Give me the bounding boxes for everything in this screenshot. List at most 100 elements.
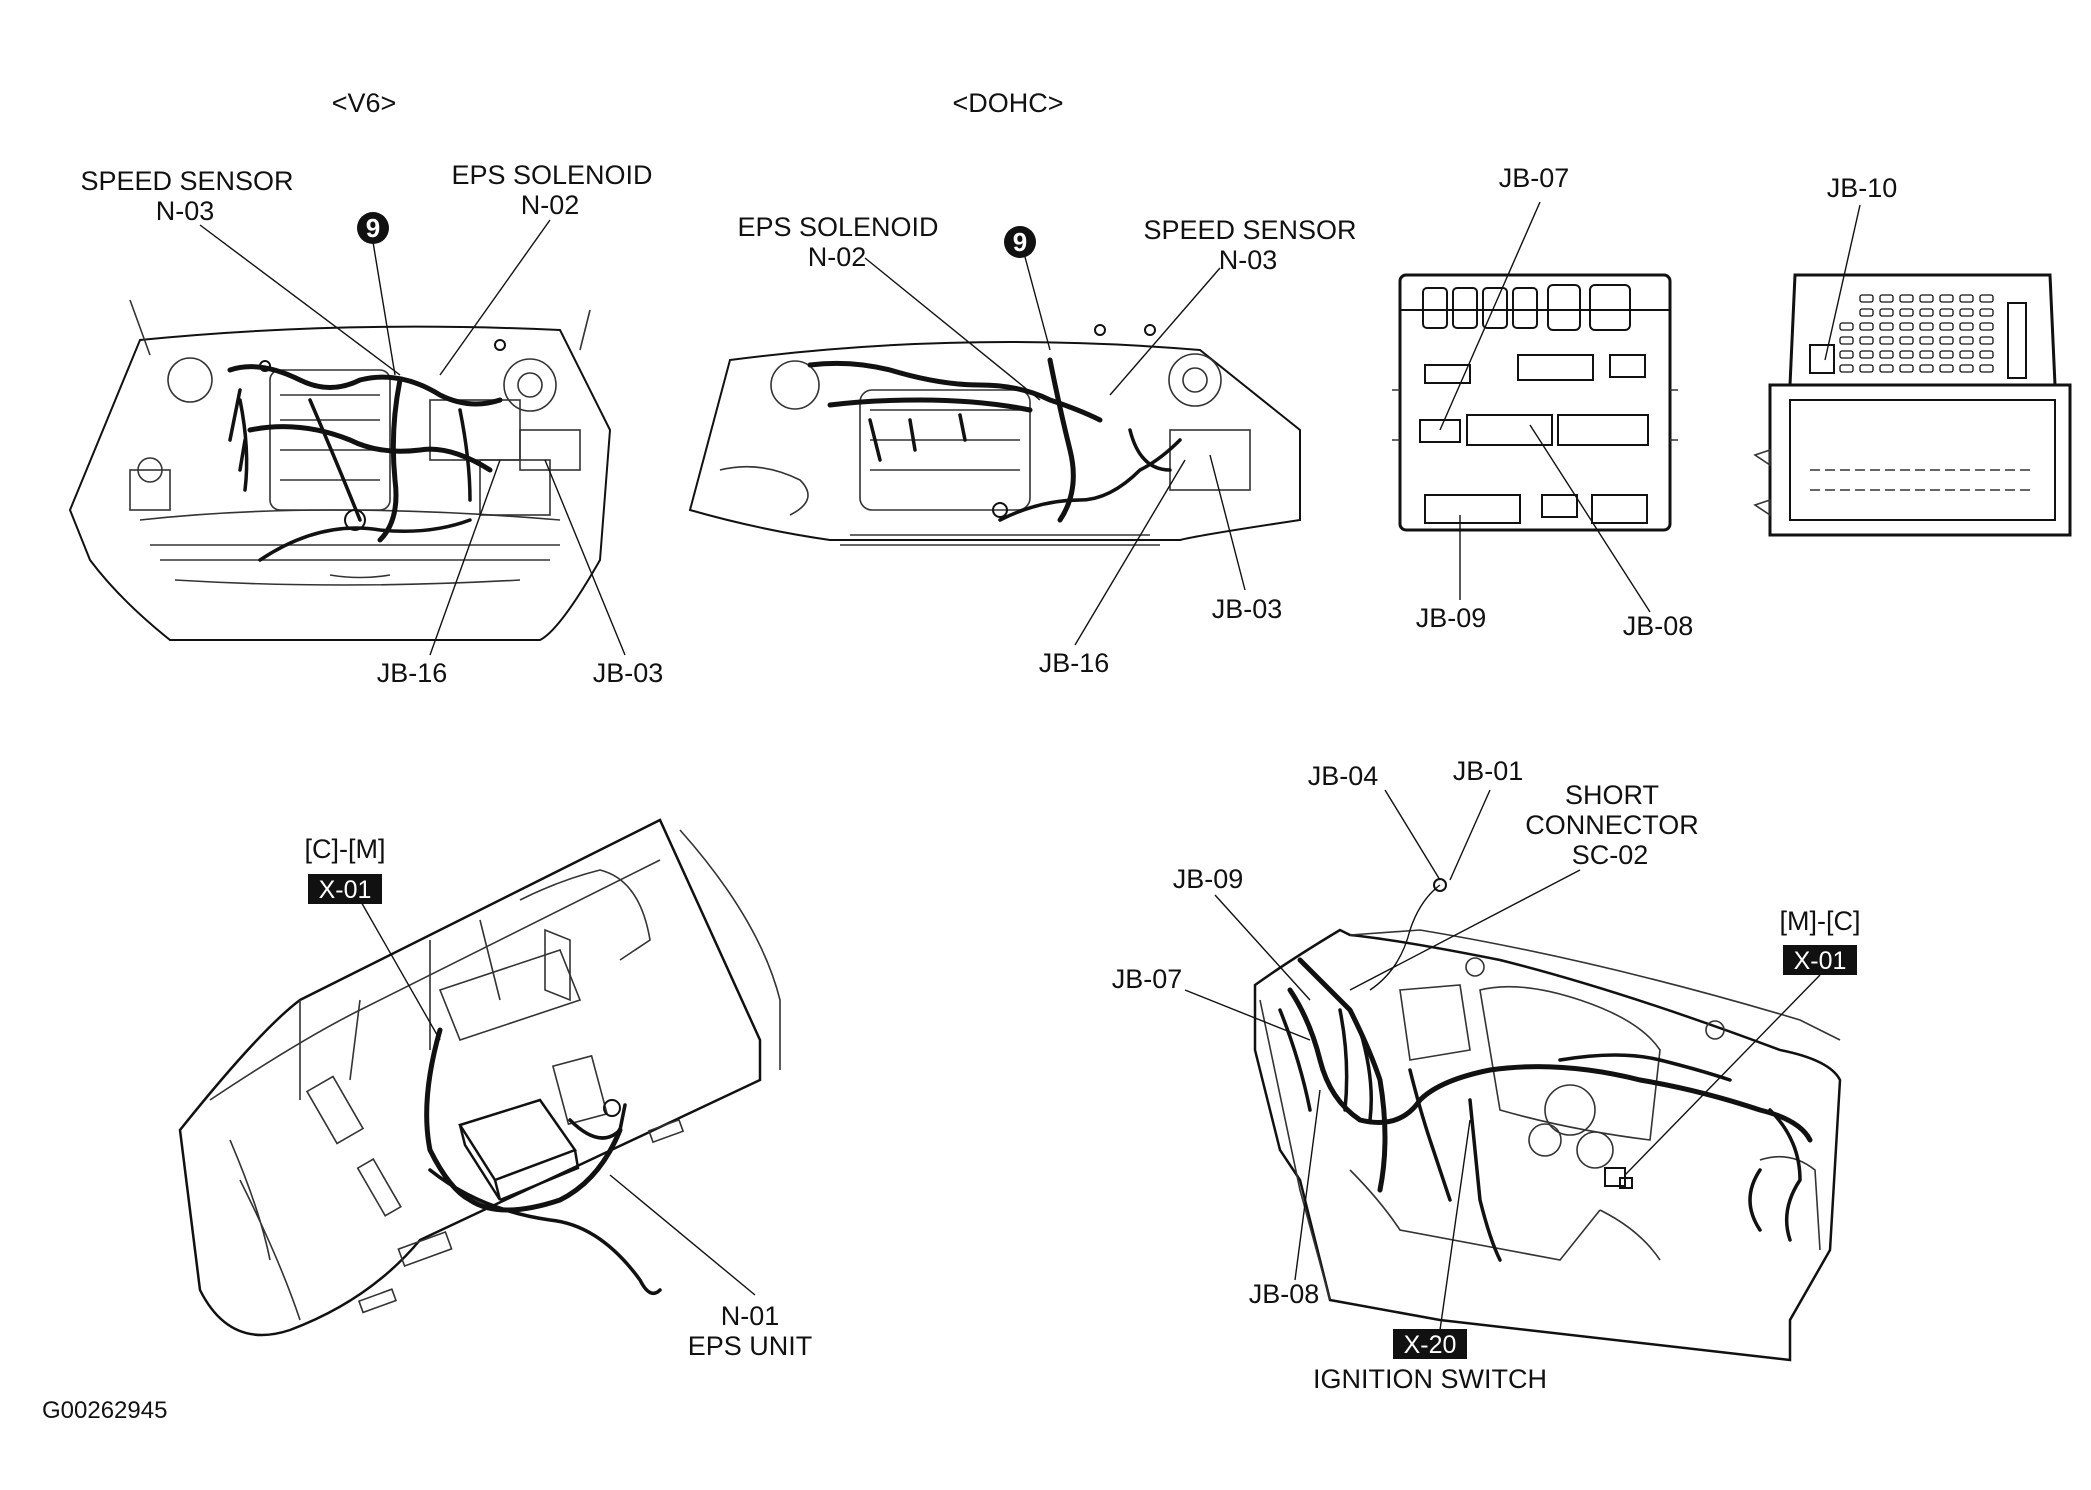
fuse-slot [1859, 350, 1874, 359]
dohc-callout-badge [1004, 226, 1036, 258]
v6-eps-solenoid-code: N-02 [521, 190, 580, 220]
fuse-slot [1979, 322, 1994, 331]
jb10-leader [1824, 204, 1861, 361]
dash-jb08-leader [1294, 1089, 1321, 1281]
fuse-slot [1879, 294, 1894, 303]
dohc-callout-badge-number: 9 [1013, 227, 1027, 257]
fuse-slot [1899, 350, 1914, 359]
short-connector-line2: CONNECTOR [1525, 810, 1699, 840]
fuse-slot [1879, 350, 1894, 359]
fuse-slot [1959, 350, 1974, 359]
v6-eps-solenoid-leader [439, 219, 551, 376]
fuse-slot [1859, 364, 1874, 373]
fuse-slot [1979, 336, 1994, 345]
jb01-leader [1449, 789, 1491, 881]
dohc-heading: <DOHC> [952, 88, 1063, 118]
v6-engine-bay-illustration [68, 299, 612, 641]
v6-jb03-leader [544, 459, 626, 656]
fuse-slot [1859, 336, 1874, 345]
jb07-label: JB-07 [1499, 163, 1570, 193]
fuse-slot [1979, 350, 1994, 359]
dohc-engine-bay-illustration [688, 324, 1301, 546]
dash-jb08-label: JB-08 [1249, 1279, 1320, 1309]
x20-leader [1439, 1119, 1471, 1331]
sc02-leader [1349, 869, 1581, 991]
dohc-eps-solenoid-name: EPS SOLENOID [737, 212, 938, 242]
fuse-slot [1839, 364, 1854, 373]
fuse-slot [1959, 294, 1974, 303]
fuse-slot [1979, 308, 1994, 317]
dohc-jb16-leader [1074, 459, 1186, 646]
fuse-slot [1899, 364, 1914, 373]
fuse-slot [1919, 294, 1934, 303]
fuse-slot [1879, 308, 1894, 317]
fuse-slot [1939, 322, 1954, 331]
v6-callout-badge [357, 212, 389, 244]
fuse-slot [1879, 336, 1894, 345]
dohc-speed-sensor-code: N-03 [1219, 245, 1278, 275]
fuse-slot [1919, 336, 1934, 345]
jb08-label: JB-08 [1623, 611, 1694, 641]
short-connector-line1: SHORT [1565, 780, 1659, 810]
floor-x01-text: X-01 [319, 876, 372, 904]
fuse-slot [1879, 322, 1894, 331]
v6-speed-sensor-name: SPEED SENSOR [80, 166, 293, 196]
figure-id: G00262945 [42, 1397, 167, 1424]
fuse-slot [1939, 336, 1954, 345]
v6-speed-sensor-leader [199, 224, 401, 376]
dash-jb09-label: JB-09 [1173, 864, 1244, 894]
n01-code: N-01 [721, 1301, 780, 1331]
fuse-slot [1919, 322, 1934, 331]
junction-block-illustration [1392, 273, 1678, 532]
fuse-slot [1859, 308, 1874, 317]
dohc-speed-sensor-leader [1109, 267, 1221, 396]
v6-heading: <V6> [332, 88, 397, 118]
jb07-leader [1439, 201, 1541, 431]
jb09-label: JB-09 [1416, 603, 1487, 633]
fuse-box-illustration [1753, 273, 2072, 537]
floor-x01-tag [308, 874, 382, 904]
fuse-slot [1959, 308, 1974, 317]
dash-x01-tag [1783, 945, 1857, 975]
fuse-slot [1859, 294, 1874, 303]
fuse-slot [1939, 350, 1954, 359]
x20-tag [1393, 1329, 1467, 1359]
fuse-slot [1839, 336, 1854, 345]
jb10-label: JB-10 [1827, 173, 1898, 203]
dohc-eps-solenoid-leader [864, 257, 1041, 401]
fuse-slot [1939, 308, 1954, 317]
fuse-slot [1919, 364, 1934, 373]
v6-jb16-leader [429, 459, 501, 656]
x01-dash-leader [1624, 974, 1821, 1176]
dohc-jb16-label: JB-16 [1039, 648, 1110, 678]
dashboard-illustration [1253, 878, 1842, 1362]
fuse-slot [1859, 322, 1874, 331]
fuse-slot [1839, 322, 1854, 331]
dohc-eps-solenoid-code: N-02 [808, 242, 867, 272]
fuse-slot [1959, 336, 1974, 345]
n01-leader [609, 1174, 756, 1296]
fuse-slot [1899, 322, 1914, 331]
v6-jb03-label: JB-03 [593, 658, 664, 688]
fuse-slot [1919, 350, 1934, 359]
jb08-leader [1529, 424, 1651, 613]
v6-badge-leader [372, 241, 396, 376]
x01-floor-leader [359, 899, 441, 1041]
dash-jb07-label: JB-07 [1112, 964, 1183, 994]
floor-panel-illustration [178, 818, 781, 1337]
fuse-slot [1979, 364, 1994, 373]
jb04-label: JB-04 [1308, 761, 1379, 791]
dohc-jb03-leader [1209, 454, 1246, 591]
floor-cm-label: [C]-[M] [305, 834, 386, 864]
n01-name: EPS UNIT [688, 1331, 813, 1361]
fuse-slot [1839, 350, 1854, 359]
dash-jb07-leader [1184, 989, 1311, 1041]
jb04-leader [1384, 789, 1441, 881]
dohc-jb03-label: JB-03 [1212, 594, 1283, 624]
fuse-slot [1879, 364, 1894, 373]
dash-x01-text: X-01 [1794, 947, 1847, 975]
dohc-speed-sensor-name: SPEED SENSOR [1143, 215, 1356, 245]
fuse-slot [1899, 336, 1914, 345]
